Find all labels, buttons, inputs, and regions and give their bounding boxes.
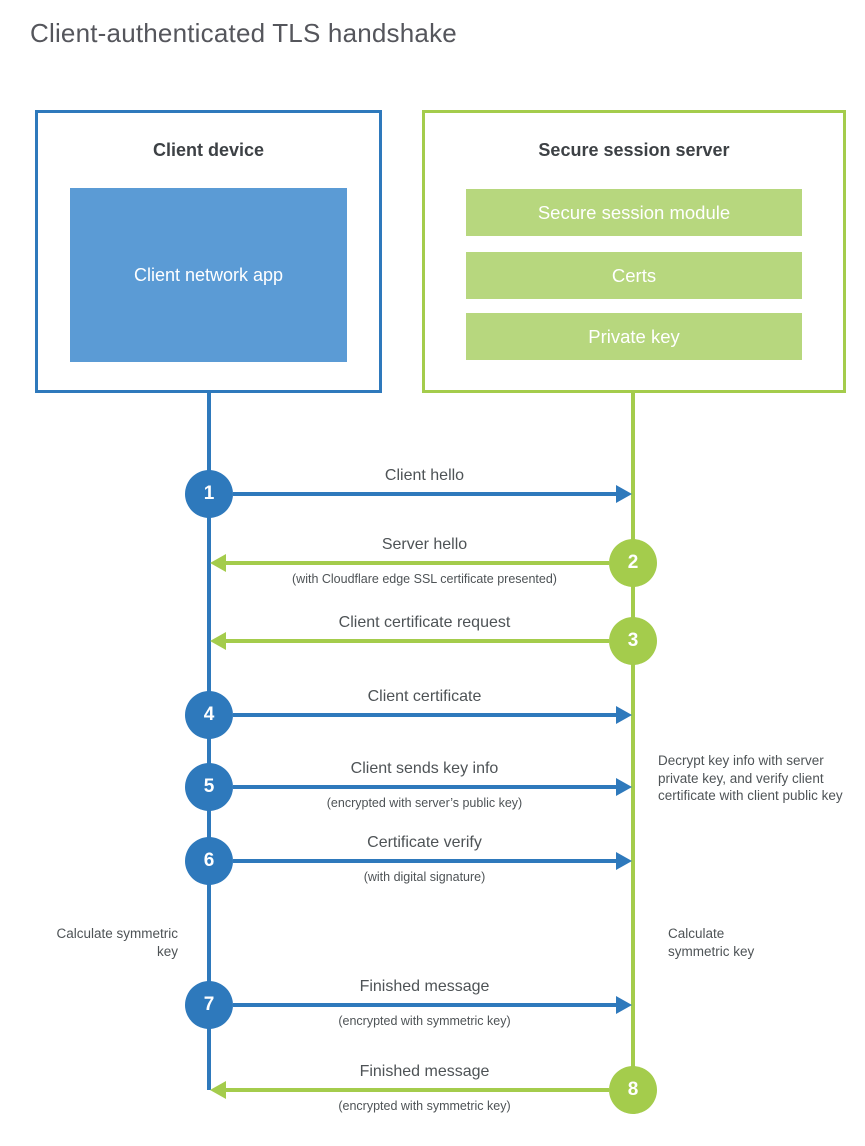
step-2-arrowhead-icon [210,554,226,572]
step-2-arrow [226,561,609,565]
step-8-badge: 8 [609,1066,657,1114]
secure-session-server-box: Secure session server Secure session mod… [422,110,846,393]
step-5-arrowhead-icon [616,778,632,796]
step-8-arrow [226,1088,609,1092]
step-6-arrowhead-icon [616,852,632,870]
step-2-sublabel: (with Cloudflare edge SSL certificate pr… [292,572,557,586]
client-device-box: Client device Client network app [35,110,382,393]
step-5-badge: 5 [185,763,233,811]
client-calculate-symmetric-key-note: Calculate symmetric key [56,926,178,959]
step-1-arrow [233,492,616,496]
step-1-arrowhead-icon [616,485,632,503]
step-6-sublabel: (with digital signature) [363,870,486,884]
step-1-badge: 1 [185,470,233,518]
step-4-badge: 4 [185,691,233,739]
step-8-label: Finished message [359,1063,490,1080]
client-lifeline [207,393,211,1090]
step-5-arrow [233,785,616,789]
step-1-label: Client hello [384,467,465,484]
step-4-arrow [233,713,616,717]
server-decrypt-note: Decrypt key info with server private key… [658,753,843,803]
step-8-arrowhead-icon [210,1081,226,1099]
step-5-label: Client sends key info [350,760,499,777]
step-6-arrow [233,859,616,863]
server-calculate-symmetric-key-note: Calculate symmetric key [668,926,755,959]
server-module-secure-session: Secure session module [466,189,802,236]
server-lifeline [631,393,635,1092]
server-module-private-key: Private key [466,313,802,360]
step-7-badge: 7 [185,981,233,1029]
step-6-badge: 6 [185,837,233,885]
step-2-label: Server hello [381,536,468,553]
step-4-label: Client certificate [367,688,482,705]
step-7-label: Finished message [359,978,490,995]
step-7-arrowhead-icon [616,996,632,1014]
client-device-title: Client device [152,140,265,160]
page-title: Client-authenticated TLS handshake [30,18,457,48]
step-3-label: Client certificate request [338,614,511,631]
secure-session-server-title: Secure session server [538,140,730,160]
step-7-arrow [233,1003,616,1007]
step-7-sublabel: (encrypted with symmetric key) [338,1014,511,1028]
step-4-arrowhead-icon [616,706,632,724]
step-2-badge: 2 [609,539,657,587]
client-network-app-box: Client network app [70,188,347,362]
step-3-badge: 3 [609,617,657,665]
server-module-certs: Certs [466,252,802,299]
step-6-label: Certificate verify [367,834,482,851]
step-8-sublabel: (encrypted with symmetric key) [338,1099,511,1113]
step-3-arrowhead-icon [210,632,226,650]
step-3-arrow [226,639,609,643]
step-5-sublabel: (encrypted with server’s public key) [326,796,523,810]
